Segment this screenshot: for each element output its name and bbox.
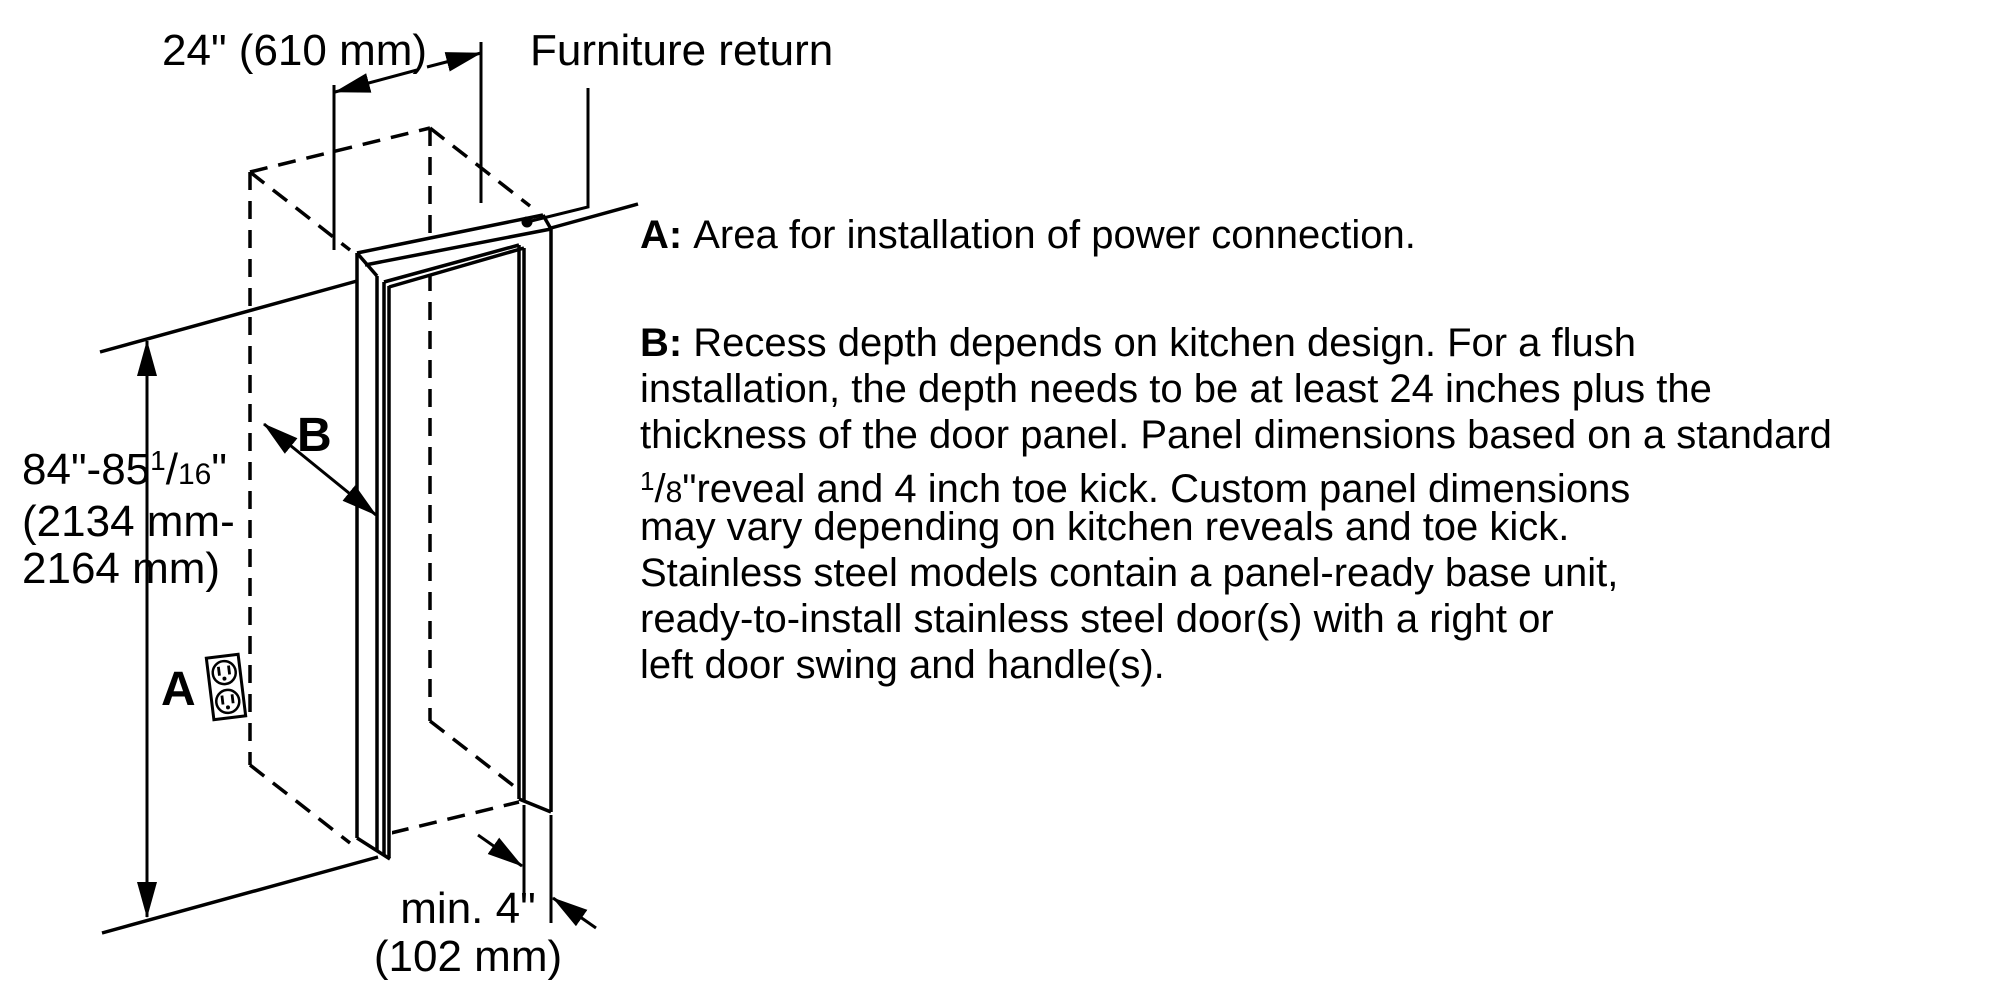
label-b: B <box>297 409 332 462</box>
note-b-line3: thickness of the door panel. Panel dimen… <box>640 413 1832 457</box>
height-dimension-line1: 84"-851/16" <box>22 445 227 494</box>
toekick-dimension-line2: (102 mm) <box>373 932 563 981</box>
toekick-dimension <box>477 805 597 930</box>
height-dimension-line3: 2164 mm) <box>22 544 221 593</box>
note-b-line6: Stainless steel models contain a panel-r… <box>640 551 1619 595</box>
b-depth-arrow <box>263 422 377 517</box>
label-a: A <box>161 663 196 716</box>
power-outlet-icon <box>204 652 248 722</box>
depth-dimension-label: 24" (610 mm) <box>162 26 428 75</box>
furniture-return-label: Furniture return <box>530 26 834 75</box>
note-a-text: Area for installation of power connectio… <box>693 213 1416 257</box>
note-b-line4: 1/8"reveal and 4 inch toe kick. Custom p… <box>640 466 1631 511</box>
toekick-dimension-line1: min. 4" <box>400 884 536 933</box>
furniture-return-leader <box>521 88 590 228</box>
height-dimension-label: 84"-851/16" (2134 mm- 2164 mm) <box>22 437 235 592</box>
toekick-dimension-label: min. 4" (102 mm) <box>340 885 596 981</box>
note-a-prefix: A: <box>640 213 683 257</box>
note-a: A:Area for installation of power connect… <box>640 212 1416 258</box>
note-b-prefix: B: <box>640 321 683 365</box>
height-dimension-line2: (2134 mm- <box>22 497 235 546</box>
note-b-line1: B:Recess depth depends on kitchen design… <box>640 321 1637 365</box>
note-b-line8: left door swing and handle(s). <box>640 643 1165 687</box>
floor-line <box>101 855 379 935</box>
depth-dimension <box>332 42 483 250</box>
note-b: B:Recess depth depends on kitchen design… <box>640 320 1832 688</box>
note-b-line5: may vary depending on kitchen reveals an… <box>640 505 1570 549</box>
note-b-line7: ready-to-install stainless steel door(s)… <box>640 597 1554 641</box>
cabinet-frame <box>355 213 553 861</box>
note-b-line2: installation, the depth needs to be at l… <box>640 367 1712 411</box>
